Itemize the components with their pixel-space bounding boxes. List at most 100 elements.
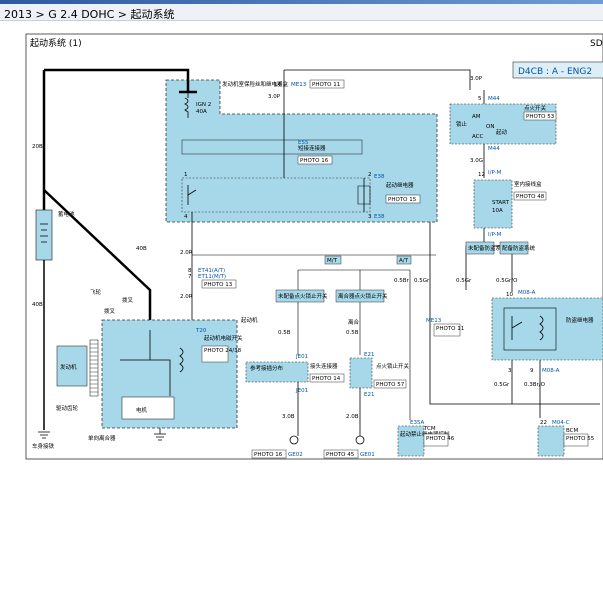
bcm-box	[537, 425, 565, 457]
bcm-label: BCM	[566, 428, 579, 434]
wire-20b: 20B	[32, 144, 43, 150]
tcm-label: TCM	[423, 426, 436, 432]
engine-code-box	[512, 61, 603, 79]
m04c: M04-C	[552, 420, 570, 426]
pin-22: 22	[540, 420, 547, 426]
pin-7: 7	[188, 274, 192, 280]
start-relay-label: 起动继电器	[386, 181, 414, 189]
wire-20r-a: 2.0R	[180, 250, 193, 256]
ge01-photo: PHOTO 45	[326, 452, 355, 458]
wire-05grb: 0.5Gr/O	[496, 278, 518, 284]
body-ground-label: 车身接铁	[32, 442, 55, 450]
tcm-photo: PHOTO 46	[426, 436, 455, 442]
shift-lever-label: 拨叉	[122, 296, 134, 304]
me13-lower: ME13	[426, 318, 442, 324]
lock-label: 锁止	[456, 120, 468, 128]
me13-lower-photo: PHOTO 11	[436, 326, 464, 332]
e21-id-2: E21	[364, 392, 374, 398]
wire-05br: 0.5Br	[394, 278, 410, 284]
ge02-photo: PHOTO 16	[254, 452, 283, 458]
m44-bottom: M44	[488, 146, 500, 152]
et-photo: PHOTO 13	[204, 282, 233, 288]
section-code: SD	[590, 39, 603, 49]
starter-label: 起动机	[241, 316, 258, 324]
e21-id: E21	[364, 352, 374, 358]
me13-photo: PHOTO 11	[312, 82, 340, 88]
fuse-box-label: 发动机室保险丝和继电器盒	[222, 80, 289, 88]
fork-label: 拨叉	[104, 307, 116, 315]
tcm-box	[397, 425, 425, 457]
starter-photo: PHOTO 24/38	[204, 348, 242, 354]
wire-30p-right: 3.0P	[470, 76, 483, 82]
wire-05b-a: 0.5B	[278, 330, 291, 336]
no-clutch-sw: 未配备点火锁止开关	[278, 292, 328, 300]
wire-40b-left: 40B	[32, 302, 43, 308]
wire-03bro: 0.3Br/O	[524, 382, 546, 388]
at-tag: A/T	[399, 258, 409, 264]
no-immo: 未配备防盗系统	[468, 244, 507, 252]
flywheel-label: 飞轮	[90, 288, 102, 296]
start-relay-photo: PHOTO 15	[388, 197, 417, 203]
ign-lock-sw: 点火锁止开关	[376, 362, 410, 370]
battery-label: 蓄电池	[58, 210, 75, 218]
je01-id: JE01	[295, 354, 308, 360]
ge02: GE02	[288, 452, 303, 458]
pin-10: 10	[506, 292, 513, 298]
ip-m-top: I/P-M	[488, 170, 502, 176]
starter-sw: 起动机电磁开关	[204, 334, 243, 342]
ign-switch-photo: PHOTO 53	[526, 114, 555, 120]
engine-code: D4CB : A - ENG2	[518, 67, 592, 77]
wiring-diagram: 起动系统 (1) SD D4CB : A - ENG2 发动机室保险丝和继电器盒…	[25, 33, 603, 460]
pin-12: 12	[478, 172, 485, 178]
wire-05b-b: 0.5B	[346, 330, 359, 336]
room-fuse-photo: PHOTO 48	[516, 194, 545, 200]
pin-2: 2	[368, 172, 372, 178]
et11: ET11(M/T)	[198, 274, 226, 280]
wire-30p: 3.0P	[268, 94, 281, 100]
e38-id: E38	[374, 174, 385, 180]
ip-m-bottom: I/P-M	[488, 232, 502, 238]
pin-3-right: 3	[508, 368, 512, 374]
start-fuse-amp: 10A	[492, 208, 503, 214]
m08a-top: M08-A	[518, 290, 536, 296]
wire-05gr: 0.5Gr	[414, 278, 430, 284]
bcm-photo: PHOTO 55	[566, 436, 595, 442]
pin-14: 14	[274, 82, 281, 88]
et41: ET41(A/T)	[198, 268, 225, 274]
battery	[35, 209, 53, 261]
start-label: 起动	[496, 129, 508, 136]
e21-photo: PHOTO 57	[376, 382, 405, 388]
engine-block	[56, 345, 88, 387]
me13-top: ME13	[291, 82, 307, 88]
e55-photo: PHOTO 16	[300, 158, 329, 164]
ign2-fuse-symbol	[184, 92, 189, 118]
engine-label: 发动机	[60, 363, 77, 371]
e55-id: E55	[298, 140, 309, 146]
acc-label: ACC	[472, 134, 484, 140]
ign2-fuse-label: IGN 2	[196, 102, 211, 108]
on-label: ON	[486, 124, 494, 130]
ge01-ground	[355, 435, 365, 445]
e38-id-2: E38	[374, 214, 385, 220]
wire-30b: 3.0B	[282, 414, 295, 420]
m44-top: M44	[488, 96, 500, 102]
je01-photo: PHOTO 14	[312, 376, 341, 382]
ge01: GE01	[360, 452, 375, 458]
join-conn: 接头连接器	[310, 362, 338, 370]
pin-9: 9	[530, 368, 534, 374]
wire-20r-b: 2.0R	[180, 294, 193, 300]
ign-switch-label: 点火开关	[524, 104, 547, 112]
anti-theft-relay-box	[491, 297, 603, 361]
wire-30g: 3.0G	[470, 158, 483, 164]
je01-box	[245, 361, 309, 383]
am-label: AM	[472, 114, 481, 120]
t20: T20	[195, 328, 207, 334]
wire-05gr-right: 0.5Gr	[456, 278, 472, 284]
drive-gear-label: 驱动齿轮	[56, 404, 79, 412]
e35a: E35A	[410, 420, 424, 426]
m08a-bottom: M08-A	[542, 368, 560, 374]
breadcrumb: 2013 > G 2.4 DOHC > 起动系统	[0, 4, 603, 21]
section-title: 起动系统 (1)	[30, 37, 82, 49]
breadcrumb-text: 2013 > G 2.4 DOHC > 起动系统	[4, 8, 175, 21]
clutch-sw: 离合器点火锁止开关	[338, 292, 388, 300]
